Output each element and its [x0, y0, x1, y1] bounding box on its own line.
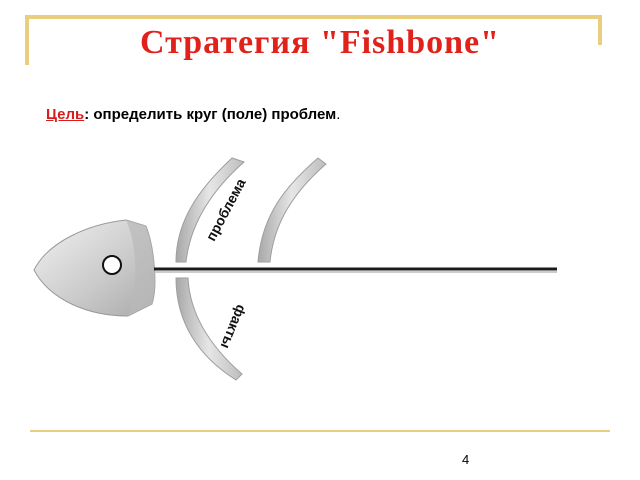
goal-text: : определить круг (поле) проблем — [84, 106, 337, 123]
frame-right-border — [598, 15, 602, 45]
frame-top-border — [25, 15, 602, 19]
slide-title: Стратегия "Fishbone" — [140, 24, 500, 61]
goal-line: Цель: определить круг (поле) проблем. — [46, 106, 340, 123]
fish-eye — [102, 255, 122, 275]
fish-head-ridge — [126, 220, 155, 316]
page-number: 4 — [462, 452, 470, 467]
frame-left-border — [25, 15, 29, 65]
footer-divider — [30, 430, 610, 432]
goal-end: . — [336, 106, 341, 123]
lower-bone-1 — [175, 277, 243, 381]
upper-bone-2 — [257, 157, 327, 263]
label-facts: факты — [218, 303, 250, 352]
upper-bone-1 — [175, 157, 245, 263]
goal-label: Цель — [46, 106, 85, 123]
